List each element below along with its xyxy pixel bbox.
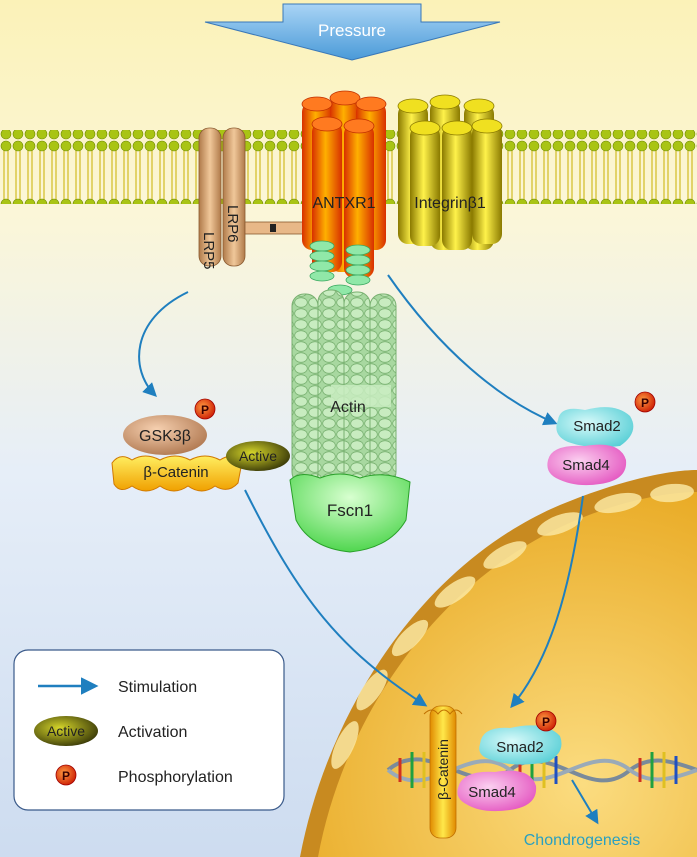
nuclear-smad2-label: Smad2 xyxy=(496,739,544,756)
active-label: Active xyxy=(239,448,277,464)
smad2-label: Smad2 xyxy=(573,418,621,435)
pressure-label: Pressure xyxy=(318,21,386,40)
catenin-label: β-Catenin xyxy=(143,464,208,481)
actin-label: Actin xyxy=(330,399,366,416)
legend-phospho-symbol: P xyxy=(62,769,70,783)
pressure-arrow: Pressure xyxy=(204,3,501,61)
stimulation-arrows xyxy=(138,274,599,825)
phospho-nuclear-label: P xyxy=(542,715,550,729)
nuclear-catenin-label: β-Catenin xyxy=(435,739,451,800)
gsk-catenin-complex: β-Catenin GSK3β Active P xyxy=(111,398,290,492)
smad4-label: Smad4 xyxy=(562,457,610,474)
actin-bundle: Actin xyxy=(291,289,397,491)
phospho-left-label: P xyxy=(201,403,209,417)
legend: Stimulation Active Activation P Phosphor… xyxy=(13,649,285,811)
fscn1-protein: Fscn1 xyxy=(289,473,411,553)
arrow-lrp-to-gsk xyxy=(138,291,189,397)
fscn1-label: Fscn1 xyxy=(327,501,373,520)
arrow-to-chondrogenesis xyxy=(571,779,599,825)
chondrogenesis-label: Chondrogenesis xyxy=(524,832,641,849)
antxr1-label: ANTXR1 xyxy=(312,195,375,212)
nuclear-smad4-label: Smad4 xyxy=(468,784,516,801)
gsk-label: GSK3β xyxy=(139,428,191,445)
legend-item-phosphorylation: P Phosphorylation xyxy=(55,764,233,786)
arrow-smad-to-nucleus xyxy=(510,495,584,709)
integrin-receptor: Integrinβ1 xyxy=(397,94,503,250)
nuclear-complex: β-Catenin Smad2 Smad4 P Chondrogenesis xyxy=(423,705,641,849)
lrp6-label: LRP6 xyxy=(224,205,241,243)
lrp-receptor: LRP5 LRP6 xyxy=(198,127,306,270)
legend-stimulation-label: Stimulation xyxy=(118,679,197,696)
antxr1-receptor: ANTXR1 xyxy=(301,90,387,278)
phospho-right-label: P xyxy=(641,396,649,410)
legend-item-activation: Active Activation xyxy=(34,716,187,746)
smad-complex: Smad2 Smad4 P xyxy=(547,391,656,486)
legend-phosphorylation-label: Phosphorylation xyxy=(118,769,233,786)
integrin-label: Integrinβ1 xyxy=(414,195,486,212)
lrp5-label: LRP5 xyxy=(200,232,217,270)
arrow-catenin-to-nucleus xyxy=(244,489,428,707)
legend-active-symbol: Active xyxy=(47,723,85,739)
legend-activation-label: Activation xyxy=(118,724,187,741)
arrow-antxr1-to-smad xyxy=(387,274,558,426)
legend-item-stimulation: Stimulation xyxy=(38,677,197,696)
